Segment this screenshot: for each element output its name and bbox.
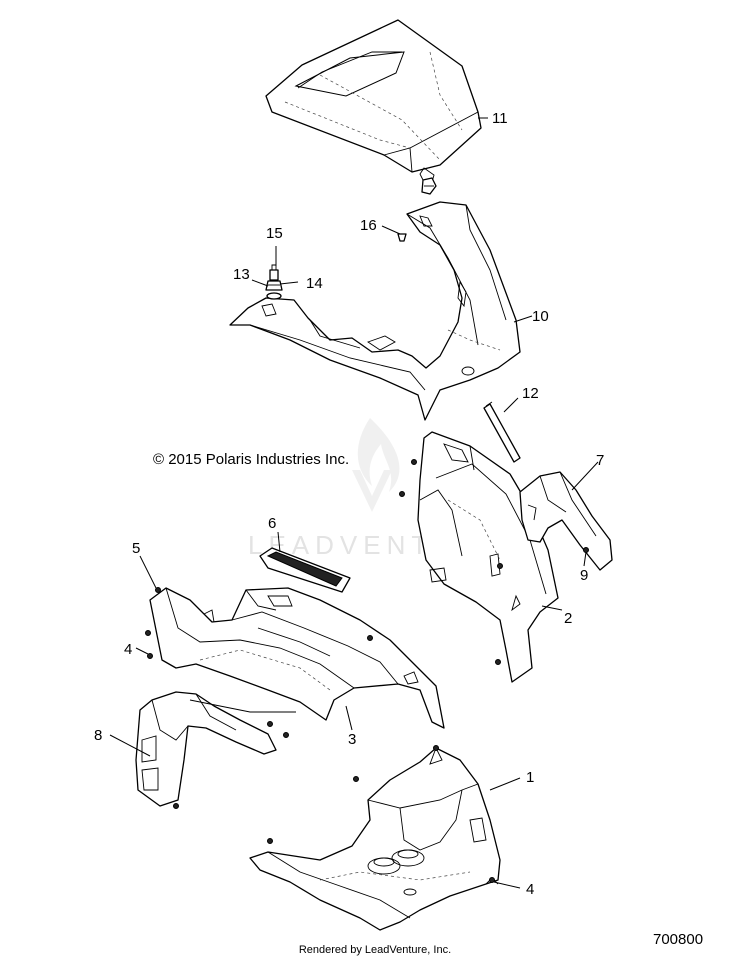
rendered-by-footer: Rendered by LeadVenture, Inc.: [298, 944, 452, 956]
callout-4-lower: 4: [526, 881, 534, 898]
callout-14: 14: [306, 275, 323, 292]
fastener-hardware-13-14-15: [265, 264, 283, 300]
callout-10: 10: [532, 308, 549, 325]
part-8-side-panel: [135, 691, 296, 807]
part-6-grille: [259, 547, 351, 593]
callout-5: 5: [132, 540, 140, 557]
callout-7: 7: [596, 452, 604, 469]
copyright-notice: © 2015 Polaris Industries Inc.: [153, 451, 350, 468]
callout-3: 3: [348, 731, 356, 748]
fastener-16: [397, 233, 407, 242]
callout-16: 16: [360, 217, 377, 234]
callout-12: 12: [522, 385, 539, 402]
leadventure-flame-logo-icon: [352, 418, 400, 512]
callout-11: 11: [492, 110, 508, 127]
callout-6: 6: [268, 515, 276, 532]
part-1-floor-panel: [249, 746, 501, 931]
callout-9: 9: [580, 567, 588, 584]
callout-13: 13: [233, 266, 250, 283]
callout-4-upper: 4: [124, 641, 132, 658]
part-3-lower-fascia: [149, 587, 445, 729]
part-7-side-bracket: [519, 471, 613, 571]
fastener-set: [145, 459, 589, 883]
leader-lines: [109, 117, 599, 889]
part-2-side-panel: [417, 431, 559, 683]
callout-1: 1: [526, 769, 534, 786]
part-10-upper-fascia: [229, 201, 521, 421]
part-11-hood: [265, 19, 482, 183]
callout-15: 15: [266, 225, 283, 242]
callout-2: 2: [564, 610, 572, 627]
callout-8: 8: [94, 727, 102, 744]
diagram-id: 700800: [653, 931, 704, 948]
hood-latch-hardware: [421, 177, 437, 195]
callout-labels: 11 16 15 13 14 10 12 7 6 5 9 2 4 3 8 1 4: [94, 110, 604, 898]
part-12-bracket: [483, 401, 521, 463]
